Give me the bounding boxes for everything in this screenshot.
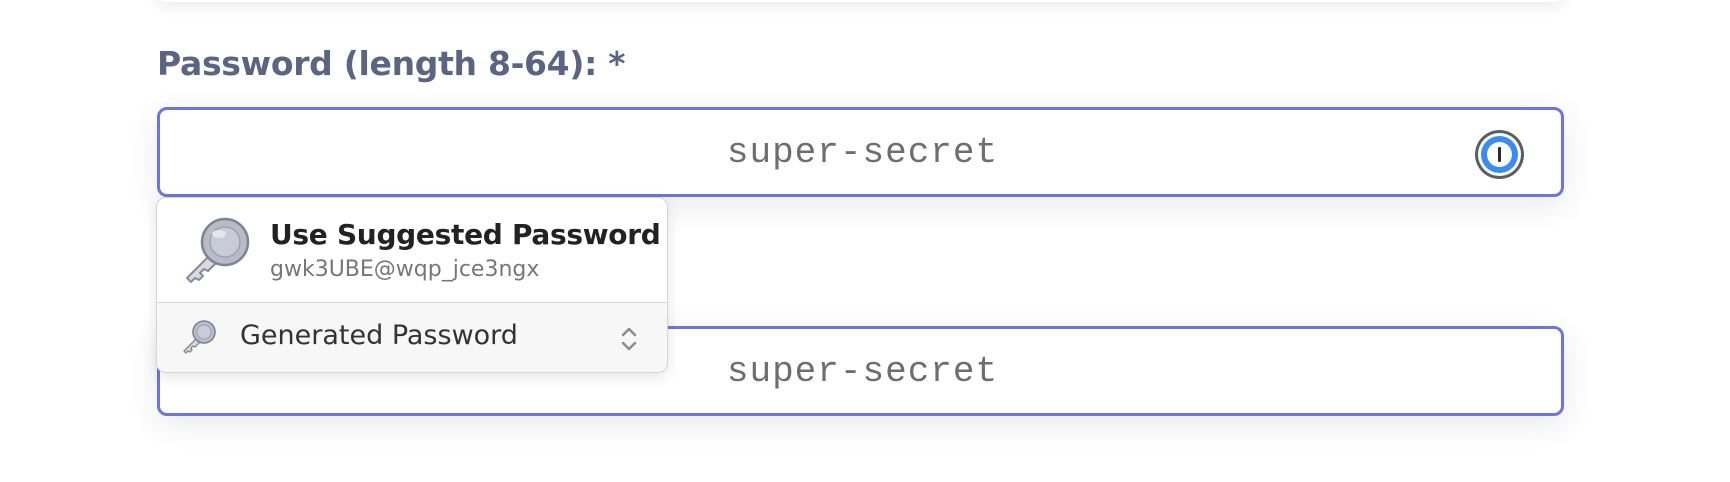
password-value: super-secret	[726, 131, 999, 173]
suggest-title: Use Suggested Password	[270, 218, 661, 251]
popover-divider	[157, 302, 667, 303]
password-label: Password (length 8-64): *	[157, 44, 626, 83]
suggested-password-text: gwk3UBE@wqp_jce3ngx	[270, 257, 540, 282]
password-manager-button[interactable]	[1475, 130, 1524, 179]
password-suggestion-popover: Use Suggested Password gwk3UBE@wqp_jce3n…	[156, 197, 668, 373]
password-field[interactable]: super-secret	[157, 107, 1564, 197]
previous-field-card	[156, 0, 1564, 2]
key-icon	[186, 217, 250, 283]
generated-password-label: Generated Password	[240, 320, 518, 351]
chevron-updown-icon	[621, 327, 637, 351]
key-icon	[183, 320, 216, 354]
use-suggested-password-option[interactable]: Use Suggested Password gwk3UBE@wqp_jce3n…	[157, 198, 667, 302]
confirm-password-value: super-secret	[726, 350, 999, 392]
password-manager-icon	[1478, 133, 1521, 176]
generated-password-selector[interactable]: Generated Password	[157, 303, 667, 372]
